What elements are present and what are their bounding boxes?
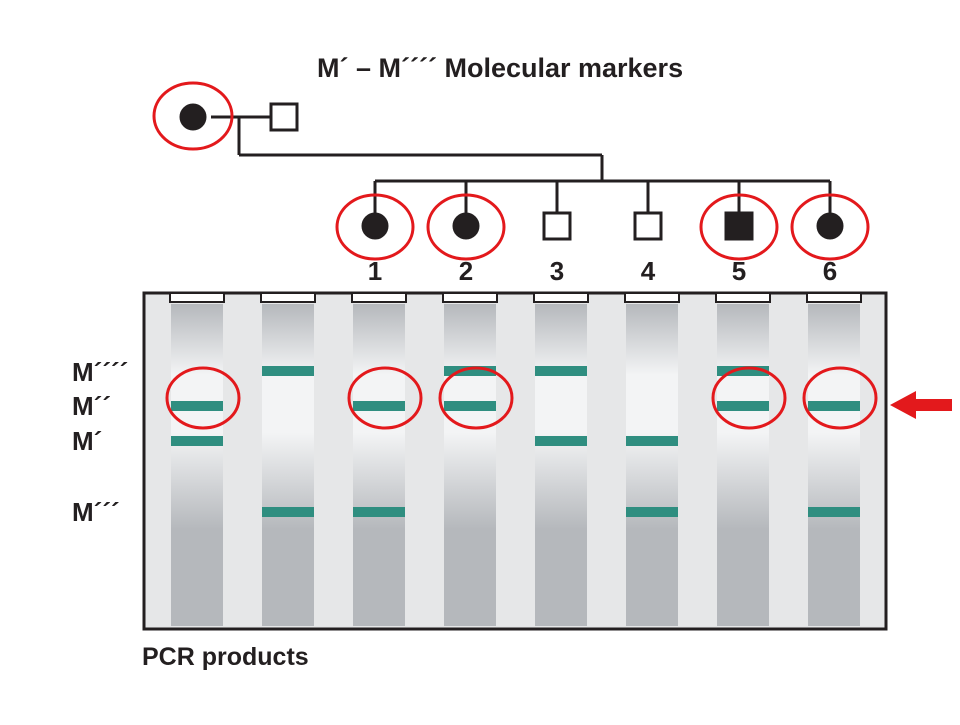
lane-father bbox=[262, 304, 314, 626]
child-symbol-6 bbox=[816, 212, 844, 240]
lane-numbers: 1 2 3 4 5 6 bbox=[368, 256, 837, 286]
child-symbol-3 bbox=[542, 211, 572, 241]
band-m1-lane-mother bbox=[171, 436, 223, 446]
well-father bbox=[260, 292, 316, 303]
highlight-circle-band-lane-5 bbox=[711, 366, 787, 430]
child-symbol-2 bbox=[452, 212, 480, 240]
lane-6 bbox=[808, 304, 860, 626]
lane-number-2: 2 bbox=[459, 256, 473, 286]
well-1 bbox=[351, 292, 407, 303]
lane-1 bbox=[353, 304, 405, 626]
highlight-circle-band-lane-6 bbox=[802, 366, 878, 430]
lane-5 bbox=[717, 304, 769, 626]
lane-2 bbox=[444, 304, 496, 626]
band-m3-lane-father bbox=[262, 507, 314, 517]
band-m1-lane-3 bbox=[535, 436, 587, 446]
marker-label-m2: M´´ bbox=[72, 391, 111, 421]
diagram-title: M´ – M´´´´ Molecular markers bbox=[317, 53, 683, 83]
highlight-circles bbox=[152, 81, 878, 430]
pcr-products-label: PCR products bbox=[142, 643, 309, 671]
band-m4-lane-father bbox=[262, 366, 314, 376]
lane-number-6: 6 bbox=[823, 256, 837, 286]
father-symbol bbox=[269, 102, 299, 132]
highlight-circle-child-5 bbox=[699, 193, 779, 261]
gel-frame bbox=[142, 291, 888, 631]
pedigree bbox=[179, 102, 844, 241]
highlight-circle-child-1 bbox=[335, 193, 415, 261]
well-mother bbox=[169, 292, 225, 303]
highlight-circle-band-lane-2 bbox=[438, 366, 514, 430]
band-m3-lane-4 bbox=[626, 507, 678, 517]
child-symbol-5 bbox=[724, 211, 754, 241]
band-m3-lane-1 bbox=[353, 507, 405, 517]
marker-label-m1: M´ bbox=[72, 426, 102, 456]
lane-number-4: 4 bbox=[641, 256, 656, 286]
band-m4-lane-3 bbox=[535, 366, 587, 376]
band-m2-lane-mother bbox=[171, 401, 223, 411]
well-6 bbox=[806, 292, 862, 303]
band-m2-lane-6 bbox=[808, 401, 860, 411]
well-5 bbox=[715, 292, 771, 303]
lane-number-1: 1 bbox=[368, 256, 382, 286]
well-2 bbox=[442, 292, 498, 303]
gel bbox=[142, 291, 888, 631]
highlight-circle-mother bbox=[152, 81, 234, 151]
band-m3-lane-6 bbox=[808, 507, 860, 517]
marker-label-m4: M´´´´ bbox=[72, 357, 128, 387]
band-m1-lane-4 bbox=[626, 436, 678, 446]
mother-symbol bbox=[179, 103, 207, 131]
pointer-arrow-icon bbox=[890, 391, 952, 419]
well-4 bbox=[624, 292, 680, 303]
highlight-circle-child-2 bbox=[426, 193, 506, 261]
highlight-circle-child-6 bbox=[790, 193, 870, 261]
child-symbol-4 bbox=[633, 211, 663, 241]
highlight-circle-band-lane-1 bbox=[347, 366, 423, 430]
band-m2-lane-1 bbox=[353, 401, 405, 411]
band-m2-lane-5 bbox=[717, 401, 769, 411]
lane-4 bbox=[626, 304, 678, 626]
band-m2-lane-2 bbox=[444, 401, 496, 411]
highlight-circle-band-lane-mother bbox=[165, 366, 241, 430]
child-symbol-1 bbox=[361, 212, 389, 240]
lane-number-3: 3 bbox=[550, 256, 564, 286]
marker-labels: M´´´´ M´´ M´ M´´´ bbox=[72, 357, 128, 527]
lane-mother bbox=[171, 304, 223, 626]
well-3 bbox=[533, 292, 589, 303]
band-m4-lane-5 bbox=[717, 366, 769, 376]
band-m4-lane-2 bbox=[444, 366, 496, 376]
gel-lanes bbox=[169, 292, 862, 626]
marker-label-m3: M´´´ bbox=[72, 497, 120, 527]
lane-number-5: 5 bbox=[732, 256, 746, 286]
lane-3 bbox=[535, 304, 587, 626]
